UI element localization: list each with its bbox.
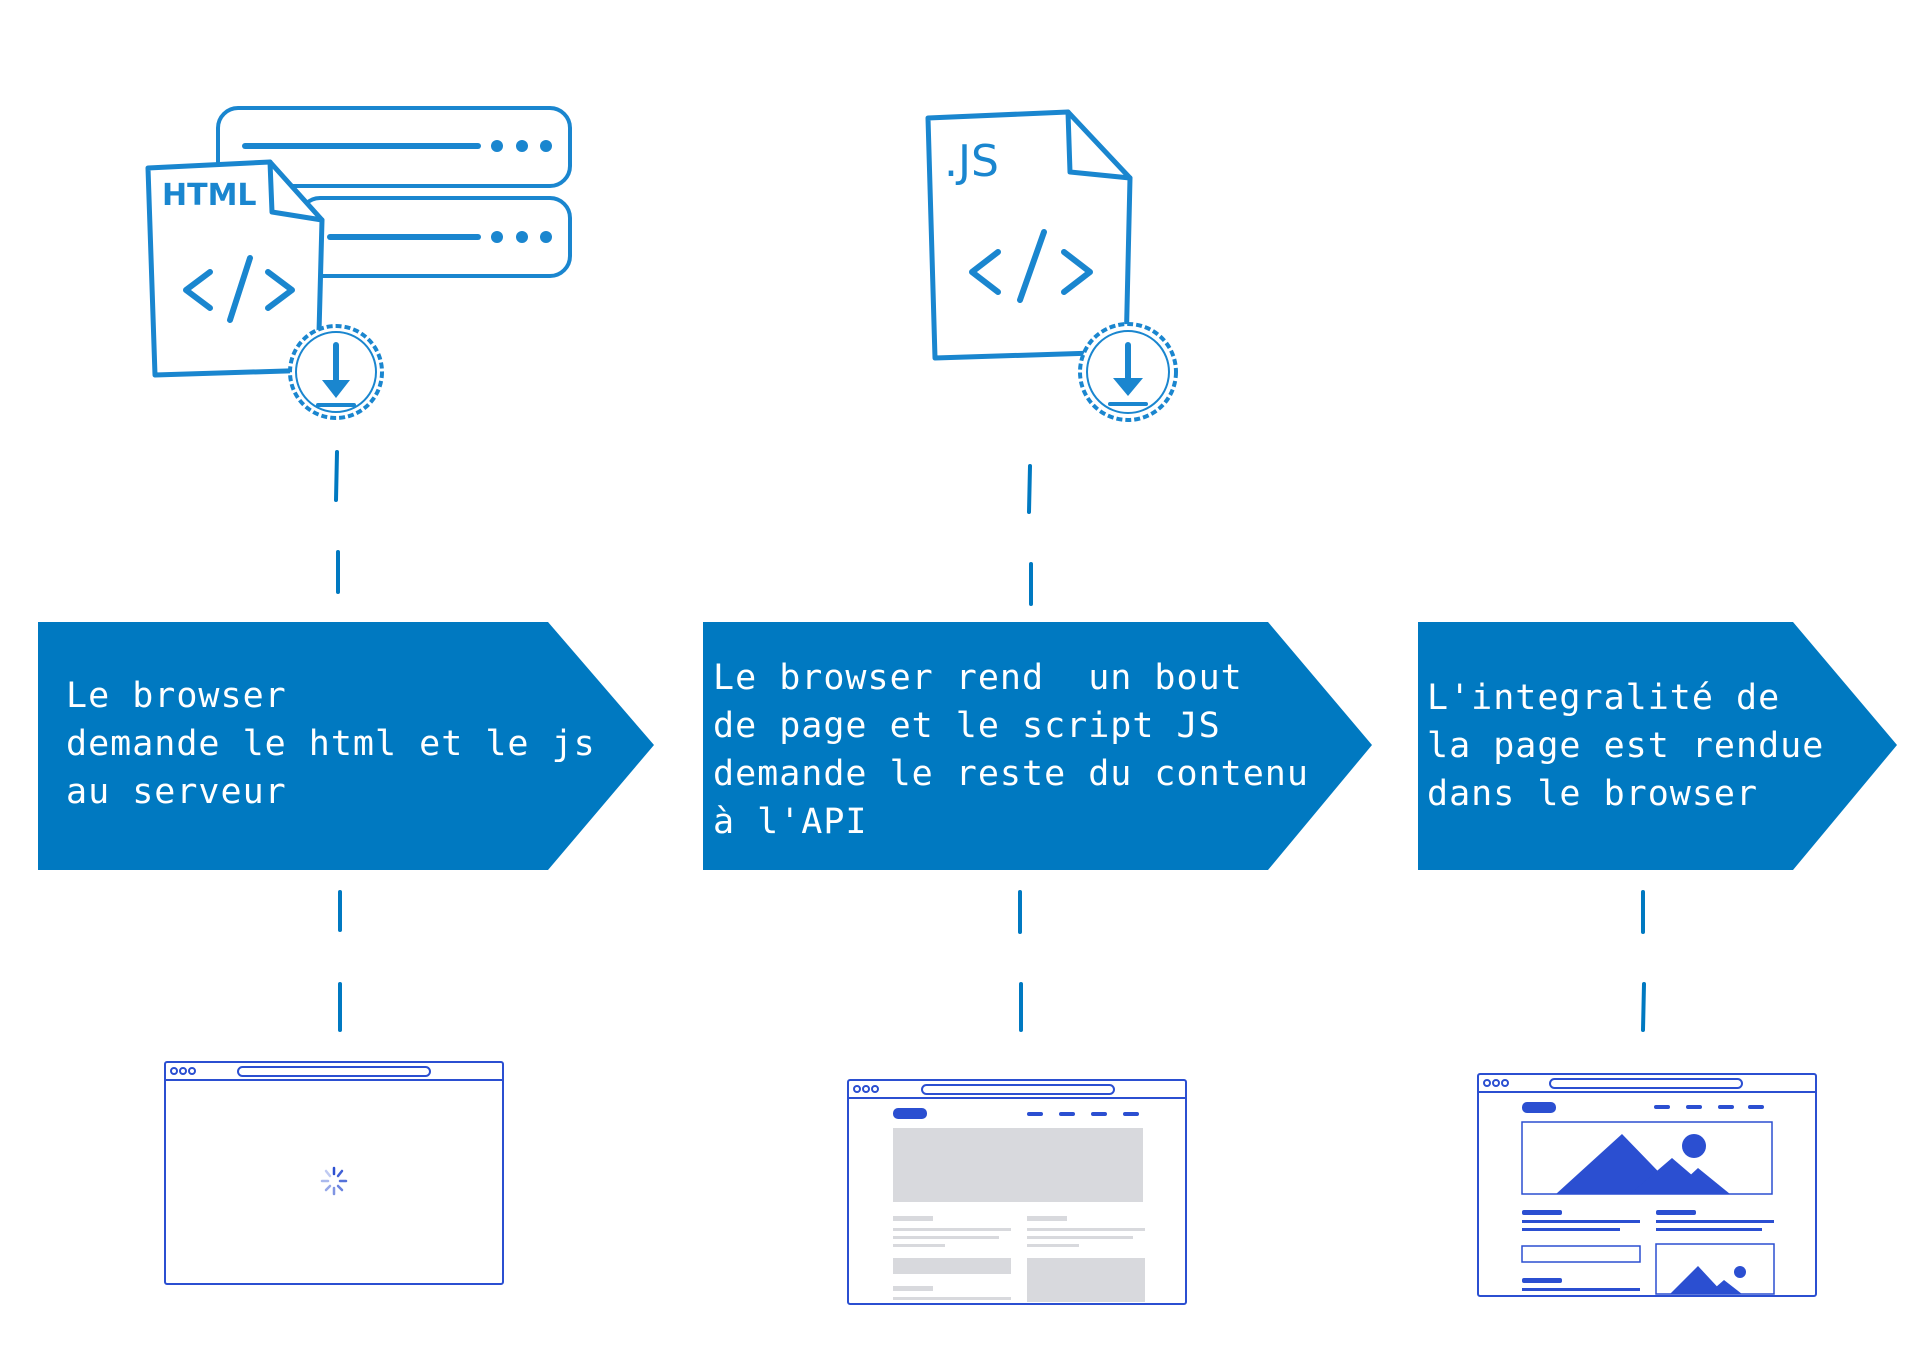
loading-spinner-icon <box>320 1166 348 1196</box>
step-1-text: Le browser demande le html et le js au s… <box>66 676 596 812</box>
small-landscape-icon <box>1670 1266 1746 1294</box>
js-file-label: .JS <box>944 136 999 187</box>
html-file-label: HTML <box>162 178 257 213</box>
landscape-image-icon <box>1556 1134 1730 1194</box>
step-3-text: L'integralité de la page est rendue dans… <box>1427 678 1825 814</box>
step-2-text: Le browser rend un bout de page et le sc… <box>713 658 1309 842</box>
